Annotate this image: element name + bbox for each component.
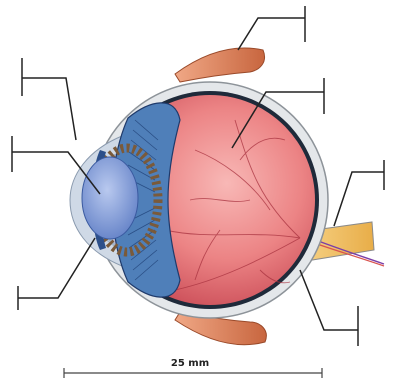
lens bbox=[82, 157, 138, 239]
superior-muscle bbox=[175, 48, 265, 82]
leader-iris bbox=[18, 238, 95, 298]
leader-sclera bbox=[300, 270, 358, 330]
leader-cornea bbox=[22, 78, 76, 140]
scale-bar: 25 mm bbox=[64, 358, 322, 378]
leader-optic-nerve bbox=[334, 172, 384, 226]
scale-bar-label: 25 mm bbox=[171, 358, 209, 369]
leader-top-muscle bbox=[238, 18, 305, 50]
